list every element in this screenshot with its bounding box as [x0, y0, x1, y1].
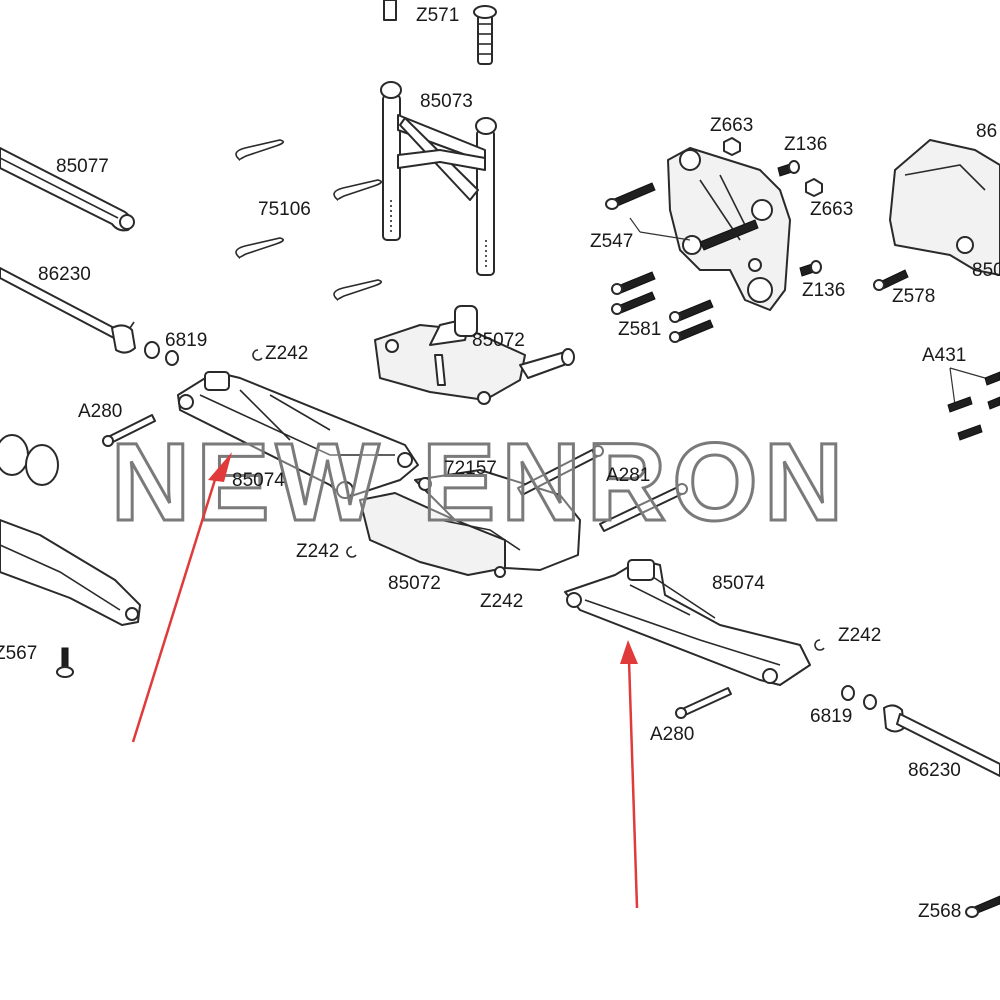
label-86230-left: 86230 — [38, 264, 91, 285]
label-z136-bottom: Z136 — [802, 280, 846, 301]
label-a431: A431 — [922, 345, 967, 366]
label-6819-upper: 6819 — [165, 330, 208, 351]
link-85077 — [0, 147, 135, 232]
label-z242-right: Z242 — [838, 625, 882, 646]
gear-cover — [889, 139, 1000, 276]
label-86230-right: 86230 — [908, 760, 961, 781]
suspension-arm-85074-lower — [564, 559, 811, 686]
body-post-85073 — [380, 81, 497, 276]
clip-z242-a — [252, 349, 263, 361]
label-z242-mid: Z242 — [296, 541, 340, 562]
label-z568: Z568 — [918, 901, 962, 922]
pin-a280-lower — [675, 687, 732, 719]
label-a280-upper: A280 — [78, 401, 123, 422]
label-86-partial: 86 — [976, 121, 998, 142]
clip-z242-c — [814, 639, 825, 651]
screw-z547 — [605, 182, 759, 251]
gearbox-plate — [667, 147, 791, 311]
label-z136-top: Z136 — [784, 134, 828, 155]
label-75106: 75106 — [258, 199, 311, 220]
long-arm-left-lower — [0, 519, 141, 626]
label-z578: Z578 — [892, 286, 936, 307]
pin-a280-upper — [102, 414, 156, 447]
watermark-text: NEW ENRON — [111, 421, 849, 544]
screw-z567 — [56, 647, 74, 678]
screw-z136-a — [777, 160, 800, 177]
label-a280-lower: A280 — [650, 724, 695, 745]
red-arrow-left — [131, 452, 232, 743]
label-85077: 85077 — [56, 156, 109, 177]
nut-z663-a — [723, 137, 741, 156]
label-85072-upper: 85072 — [472, 330, 525, 351]
label-z242-upper: Z242 — [265, 343, 309, 364]
screw-z136-b — [799, 260, 822, 277]
label-a281: A281 — [606, 465, 651, 486]
label-z663-mid: Z663 — [810, 199, 854, 220]
label-85074-lower: 85074 — [712, 573, 765, 594]
label-z663-top: Z663 — [710, 115, 754, 136]
label-z571: Z571 — [416, 5, 460, 26]
label-85072-lower: 85072 — [388, 573, 441, 594]
pin-a281 — [517, 445, 688, 532]
red-arrow-right — [620, 640, 639, 909]
label-z547: Z547 — [590, 231, 634, 252]
nut-z663-b — [805, 178, 823, 197]
label-850-partial: 850 — [972, 260, 1000, 281]
clip-z242-b — [346, 546, 357, 558]
suspension-arm-85074-upper — [177, 371, 419, 499]
screw-z568 — [965, 895, 1000, 918]
bulkhead-85072-lower — [359, 469, 581, 578]
driveshaft-86230-right — [841, 685, 1000, 777]
wheel-hub-left — [0, 434, 59, 486]
driveshaft-86230-left — [0, 267, 179, 366]
label-z242-lower-center: Z242 — [480, 591, 524, 612]
bulkhead-85072-upper — [374, 305, 575, 405]
label-z581: Z581 — [618, 319, 662, 340]
screws-a431 — [947, 367, 1000, 441]
screw-z578 — [873, 269, 909, 291]
label-85074-upper: 85074 — [232, 470, 285, 491]
label-6819-lower: 6819 — [810, 706, 853, 727]
label-72157: 72157 — [444, 458, 497, 479]
label-85073: 85073 — [420, 91, 473, 112]
body-clips-75106 — [235, 139, 382, 301]
screws-z581 — [611, 271, 714, 343]
screw-z571 — [383, 0, 497, 65]
label-z567: Z567 — [0, 643, 38, 664]
